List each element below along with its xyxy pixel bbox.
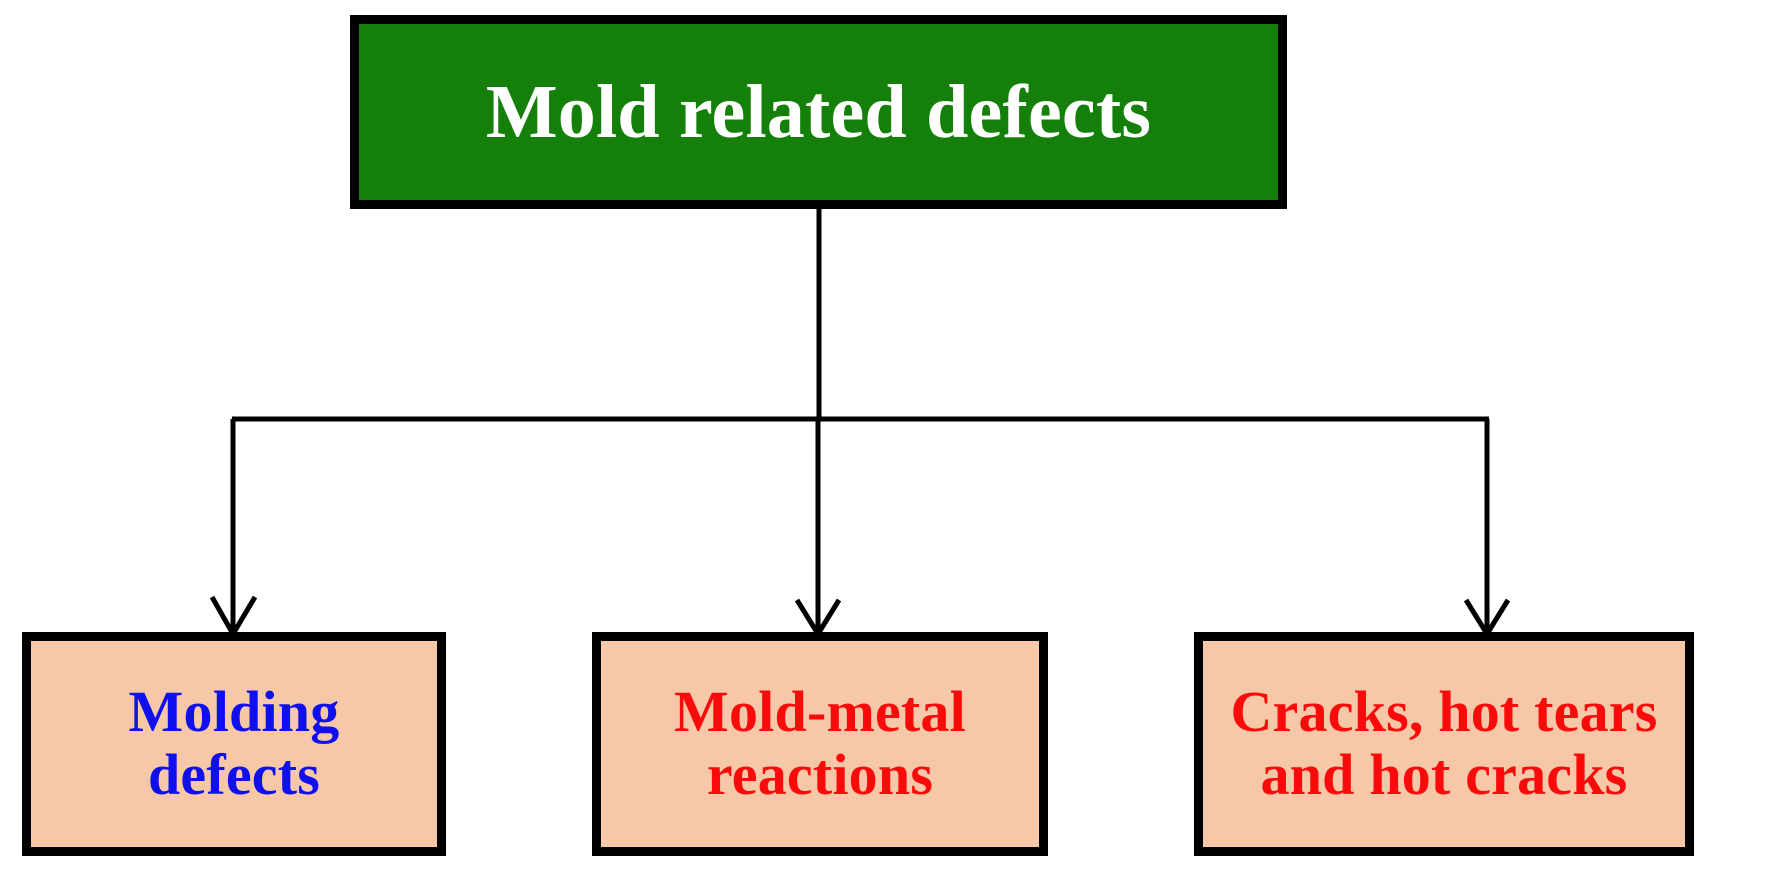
arrowhead-left [209,595,258,639]
arrowhead-middle [794,598,842,639]
node-cracks-hot-tears-and-hot-cracks[interactable]: Cracks, hot tears and hot cracks [1194,632,1694,856]
node-molding-defects-label: Molding defects [128,679,340,807]
arrowhead-right [1463,598,1511,639]
node-molding-defects[interactable]: Molding defects [22,632,446,856]
node-cracks-hot-tears-and-hot-cracks-label: Cracks, hot tears and hot cracks [1230,679,1658,807]
node-mold-metal-reactions[interactable]: Mold-metal reactions [592,632,1048,856]
root-node-label: Mold related defects [485,69,1152,154]
node-mold-metal-reactions-label: Mold-metal reactions [674,679,966,807]
root-node-mold-related-defects[interactable]: Mold related defects [350,15,1287,209]
